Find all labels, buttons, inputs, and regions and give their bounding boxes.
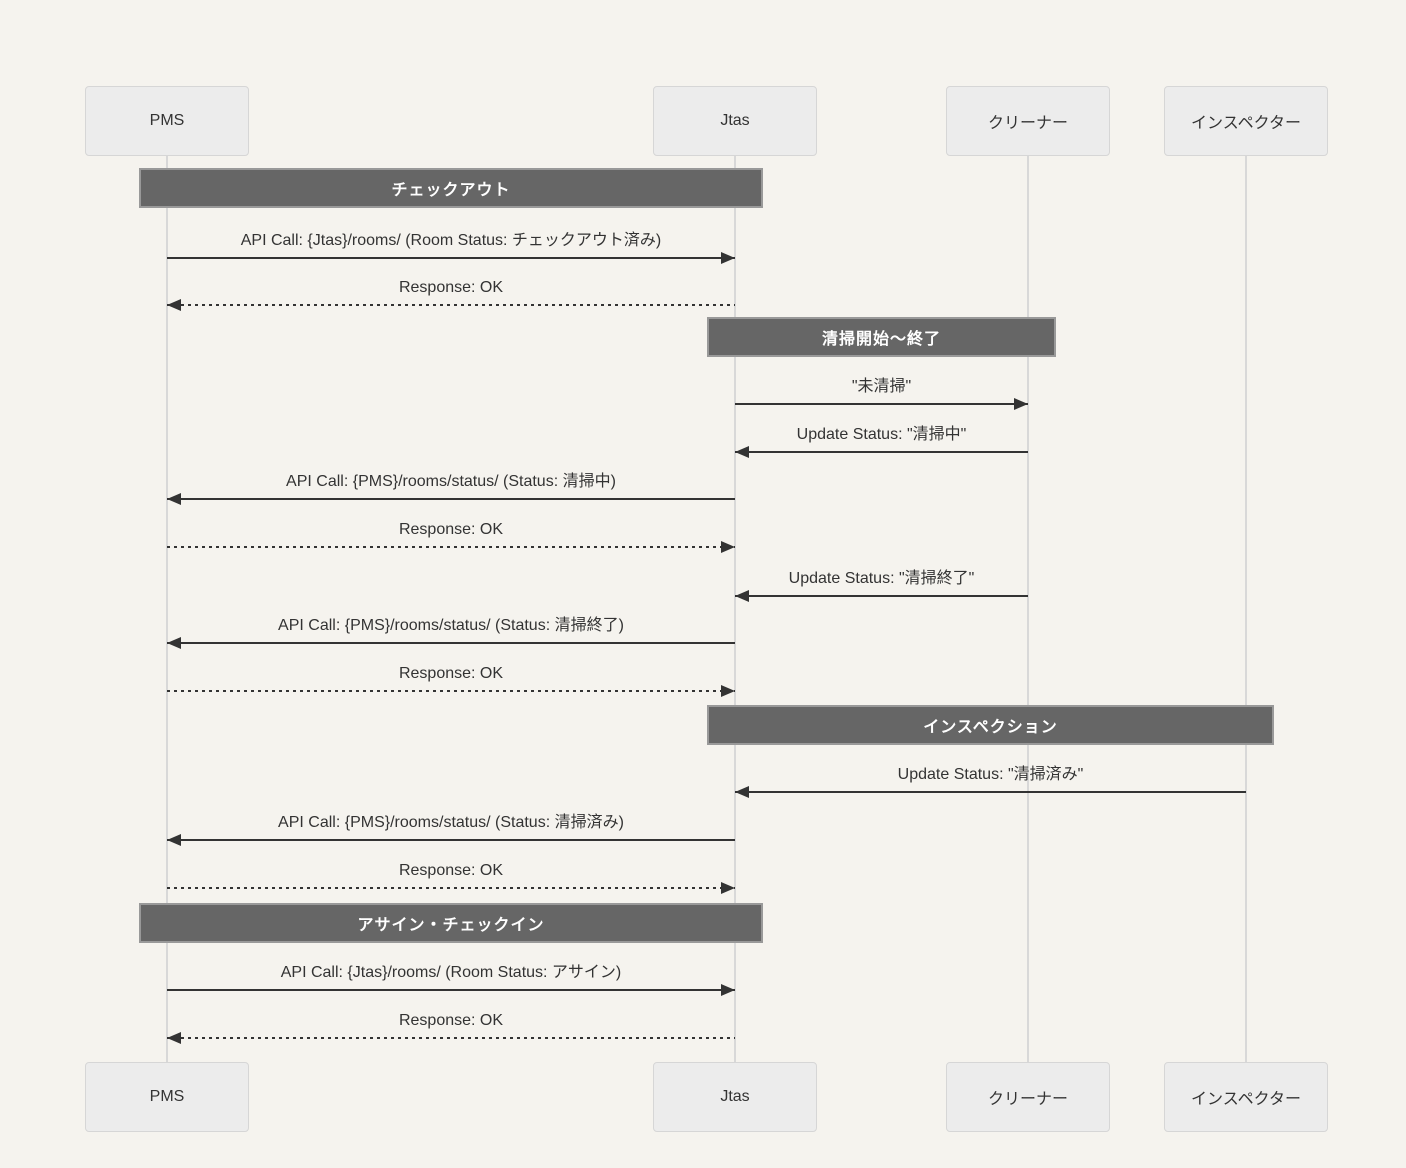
arrowhead-icon [721,541,735,553]
message-label: Response: OK [398,521,504,538]
message-label: Update Status: "清掃終了" [788,570,975,587]
arrowhead-icon [735,786,749,798]
message-line [167,498,735,500]
actor-box-inspector-bottom: インスペクター [1164,1062,1328,1132]
arrowhead-icon [735,446,749,458]
arrowhead-icon [167,637,181,649]
message-label: API Call: {PMS}/rooms/status/ (Status: 清… [278,814,624,831]
arrowhead-icon [721,685,735,697]
lifeline-jtas [734,156,736,1062]
message-label: API Call: {PMS}/rooms/status/ (Status: 清… [278,617,624,634]
arrowhead-icon [167,299,181,311]
arrowhead-icon [721,882,735,894]
message-line [735,403,1028,405]
actor-box-pms-bottom: PMS [85,1062,249,1132]
message-label: Response: OK [398,279,504,296]
message-line [167,642,735,644]
arrowhead-icon [721,252,735,264]
message-line [735,595,1028,597]
message-line [167,1037,735,1039]
message-line [167,887,735,889]
section-bar: アサイン・チェックイン [139,903,763,943]
arrowhead-icon [167,1032,181,1044]
lifeline-inspector [1245,156,1247,1062]
lifeline-cleaner [1027,156,1029,1062]
message-label: Update Status: "清掃中" [796,426,967,443]
actor-box-cleaner-top: クリーナー [946,86,1110,156]
message-label: Response: OK [398,665,504,682]
section-bar: チェックアウト [139,168,763,208]
message-label: API Call: {Jtas}/rooms/ (Room Status: アサ… [280,964,622,981]
message-line [167,304,735,306]
actor-box-pms-top: PMS [85,86,249,156]
message-line [735,791,1246,793]
actor-box-jtas-top: Jtas [653,86,817,156]
actor-box-inspector-top: インスペクター [1164,86,1328,156]
section-bar: インスペクション [707,705,1274,745]
lifeline-pms [166,156,168,1062]
actor-box-cleaner-bottom: クリーナー [946,1062,1110,1132]
message-label: API Call: {PMS}/rooms/status/ (Status: 清… [286,473,616,490]
message-label: Response: OK [398,1012,504,1029]
message-line [735,451,1028,453]
message-line [167,546,735,548]
message-line [167,989,735,991]
message-line [167,257,735,259]
message-line [167,690,735,692]
section-bar: 清掃開始〜終了 [707,317,1056,357]
arrowhead-icon [735,590,749,602]
message-label: Response: OK [398,862,504,879]
actor-box-jtas-bottom: Jtas [653,1062,817,1132]
message-label: "未清掃" [851,378,912,395]
arrowhead-icon [167,834,181,846]
message-label: Update Status: "清掃済み" [897,766,1084,783]
message-label: API Call: {Jtas}/rooms/ (Room Status: チェ… [240,232,662,249]
arrowhead-icon [167,493,181,505]
arrowhead-icon [1014,398,1028,410]
arrowhead-icon [721,984,735,996]
message-line [167,839,735,841]
